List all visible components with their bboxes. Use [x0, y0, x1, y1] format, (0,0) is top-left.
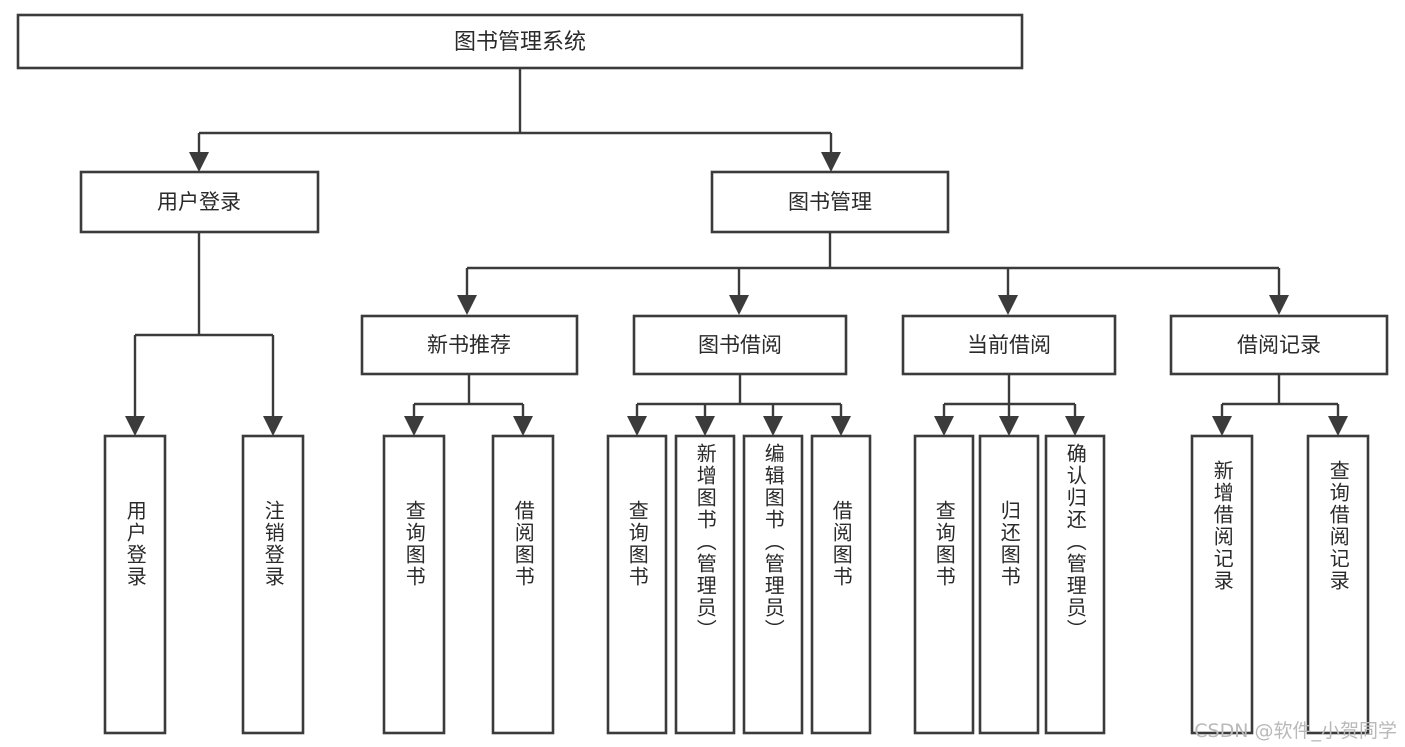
connector-new-book-recommend-to-leaves — [404, 374, 533, 436]
connector-book-borrow-to-leaves — [627, 374, 851, 436]
connector-book-management-to-level2 — [457, 232, 1289, 315]
arrow-to-new-book-recommend — [457, 295, 477, 315]
arrow-to-leaf-add-book — [695, 416, 715, 436]
arrow-to-borrow-record — [1269, 295, 1289, 315]
arrow-to-leaf-query-book-2 — [627, 416, 647, 436]
arrow-to-leaf-borrow-book-1 — [513, 416, 533, 436]
node-label-book-borrow: 图书借阅 — [698, 333, 782, 357]
leaf-box-query-borrow-record[interactable] — [1306, 434, 1370, 735]
node-label-book-management: 图书管理 — [788, 190, 872, 214]
leaf-box-query-book-3[interactable] — [913, 434, 975, 735]
connector-current-borrow-to-leaves — [934, 374, 1085, 436]
connector-root-to-level1 — [189, 68, 841, 172]
leaf-box-query-book-2[interactable] — [606, 434, 668, 735]
node-borrow-record[interactable]: 借阅记录 — [1169, 314, 1389, 376]
node-label-user-login: 用户登录 — [157, 190, 241, 214]
node-label-root: 图书管理系统 — [454, 30, 586, 55]
arrow-to-leaf-add-borrow-record — [1212, 416, 1232, 436]
arrow-to-leaf-confirm-return — [1065, 416, 1085, 436]
leaf-box-logout-login[interactable] — [241, 434, 305, 735]
node-book-management-system[interactable]: 图书管理系统 — [16, 13, 1024, 70]
arrow-to-book-management — [821, 152, 841, 172]
arrow-to-leaf-query-book-3 — [934, 416, 954, 436]
node-book-management[interactable]: 图书管理 — [710, 170, 950, 234]
node-box-user-login — [79, 170, 320, 234]
connector-borrow-record-to-leaves — [1212, 374, 1348, 436]
connector-user-login-to-leaves — [125, 232, 283, 436]
leaf-box-edit-book[interactable] — [742, 434, 804, 735]
node-label-new-book-recommend: 新书推荐 — [427, 333, 511, 357]
csdn-watermark: CSDN @软件_小贺同学 — [1194, 720, 1397, 742]
leaf-box-borrow-book-1[interactable] — [491, 434, 555, 735]
arrow-to-leaf-borrow-book-2 — [831, 416, 851, 436]
node-box-root — [16, 13, 1024, 70]
arrow-to-leaf-query-book-1 — [404, 416, 424, 436]
leaf-box-query-book-1[interactable] — [382, 434, 446, 735]
node-new-book-recommend[interactable]: 新书推荐 — [360, 314, 579, 376]
arrow-to-leaf-logout-login — [263, 416, 283, 436]
arrow-to-current-borrow — [998, 295, 1018, 315]
node-label-current-borrow: 当前借阅 — [967, 333, 1051, 357]
leaf-box-borrow-book-2[interactable] — [810, 434, 872, 735]
leaf-box-user-login[interactable] — [103, 434, 167, 735]
arrow-to-leaf-return-book — [999, 416, 1019, 436]
leaf-box-confirm-return[interactable] — [1044, 434, 1106, 735]
leaf-box-add-borrow-record[interactable] — [1190, 434, 1254, 735]
leaf-box-return-book[interactable] — [978, 434, 1040, 735]
arrow-to-leaf-user-login — [125, 416, 145, 436]
arrow-to-user-login — [189, 152, 209, 172]
node-user-login[interactable]: 用户登录 — [79, 170, 320, 234]
node-book-borrow[interactable]: 图书借阅 — [632, 314, 848, 376]
node-box-current-borrow — [901, 314, 1117, 376]
node-box-new-book-recommend — [360, 314, 579, 376]
arrow-to-book-borrow — [729, 295, 749, 315]
leaf-box-add-book[interactable] — [674, 434, 736, 735]
arrow-to-leaf-edit-book — [763, 416, 783, 436]
node-current-borrow[interactable]: 当前借阅 — [901, 314, 1117, 376]
node-label-borrow-record: 借阅记录 — [1237, 333, 1321, 357]
arrow-to-leaf-query-borrow-record — [1328, 416, 1348, 436]
